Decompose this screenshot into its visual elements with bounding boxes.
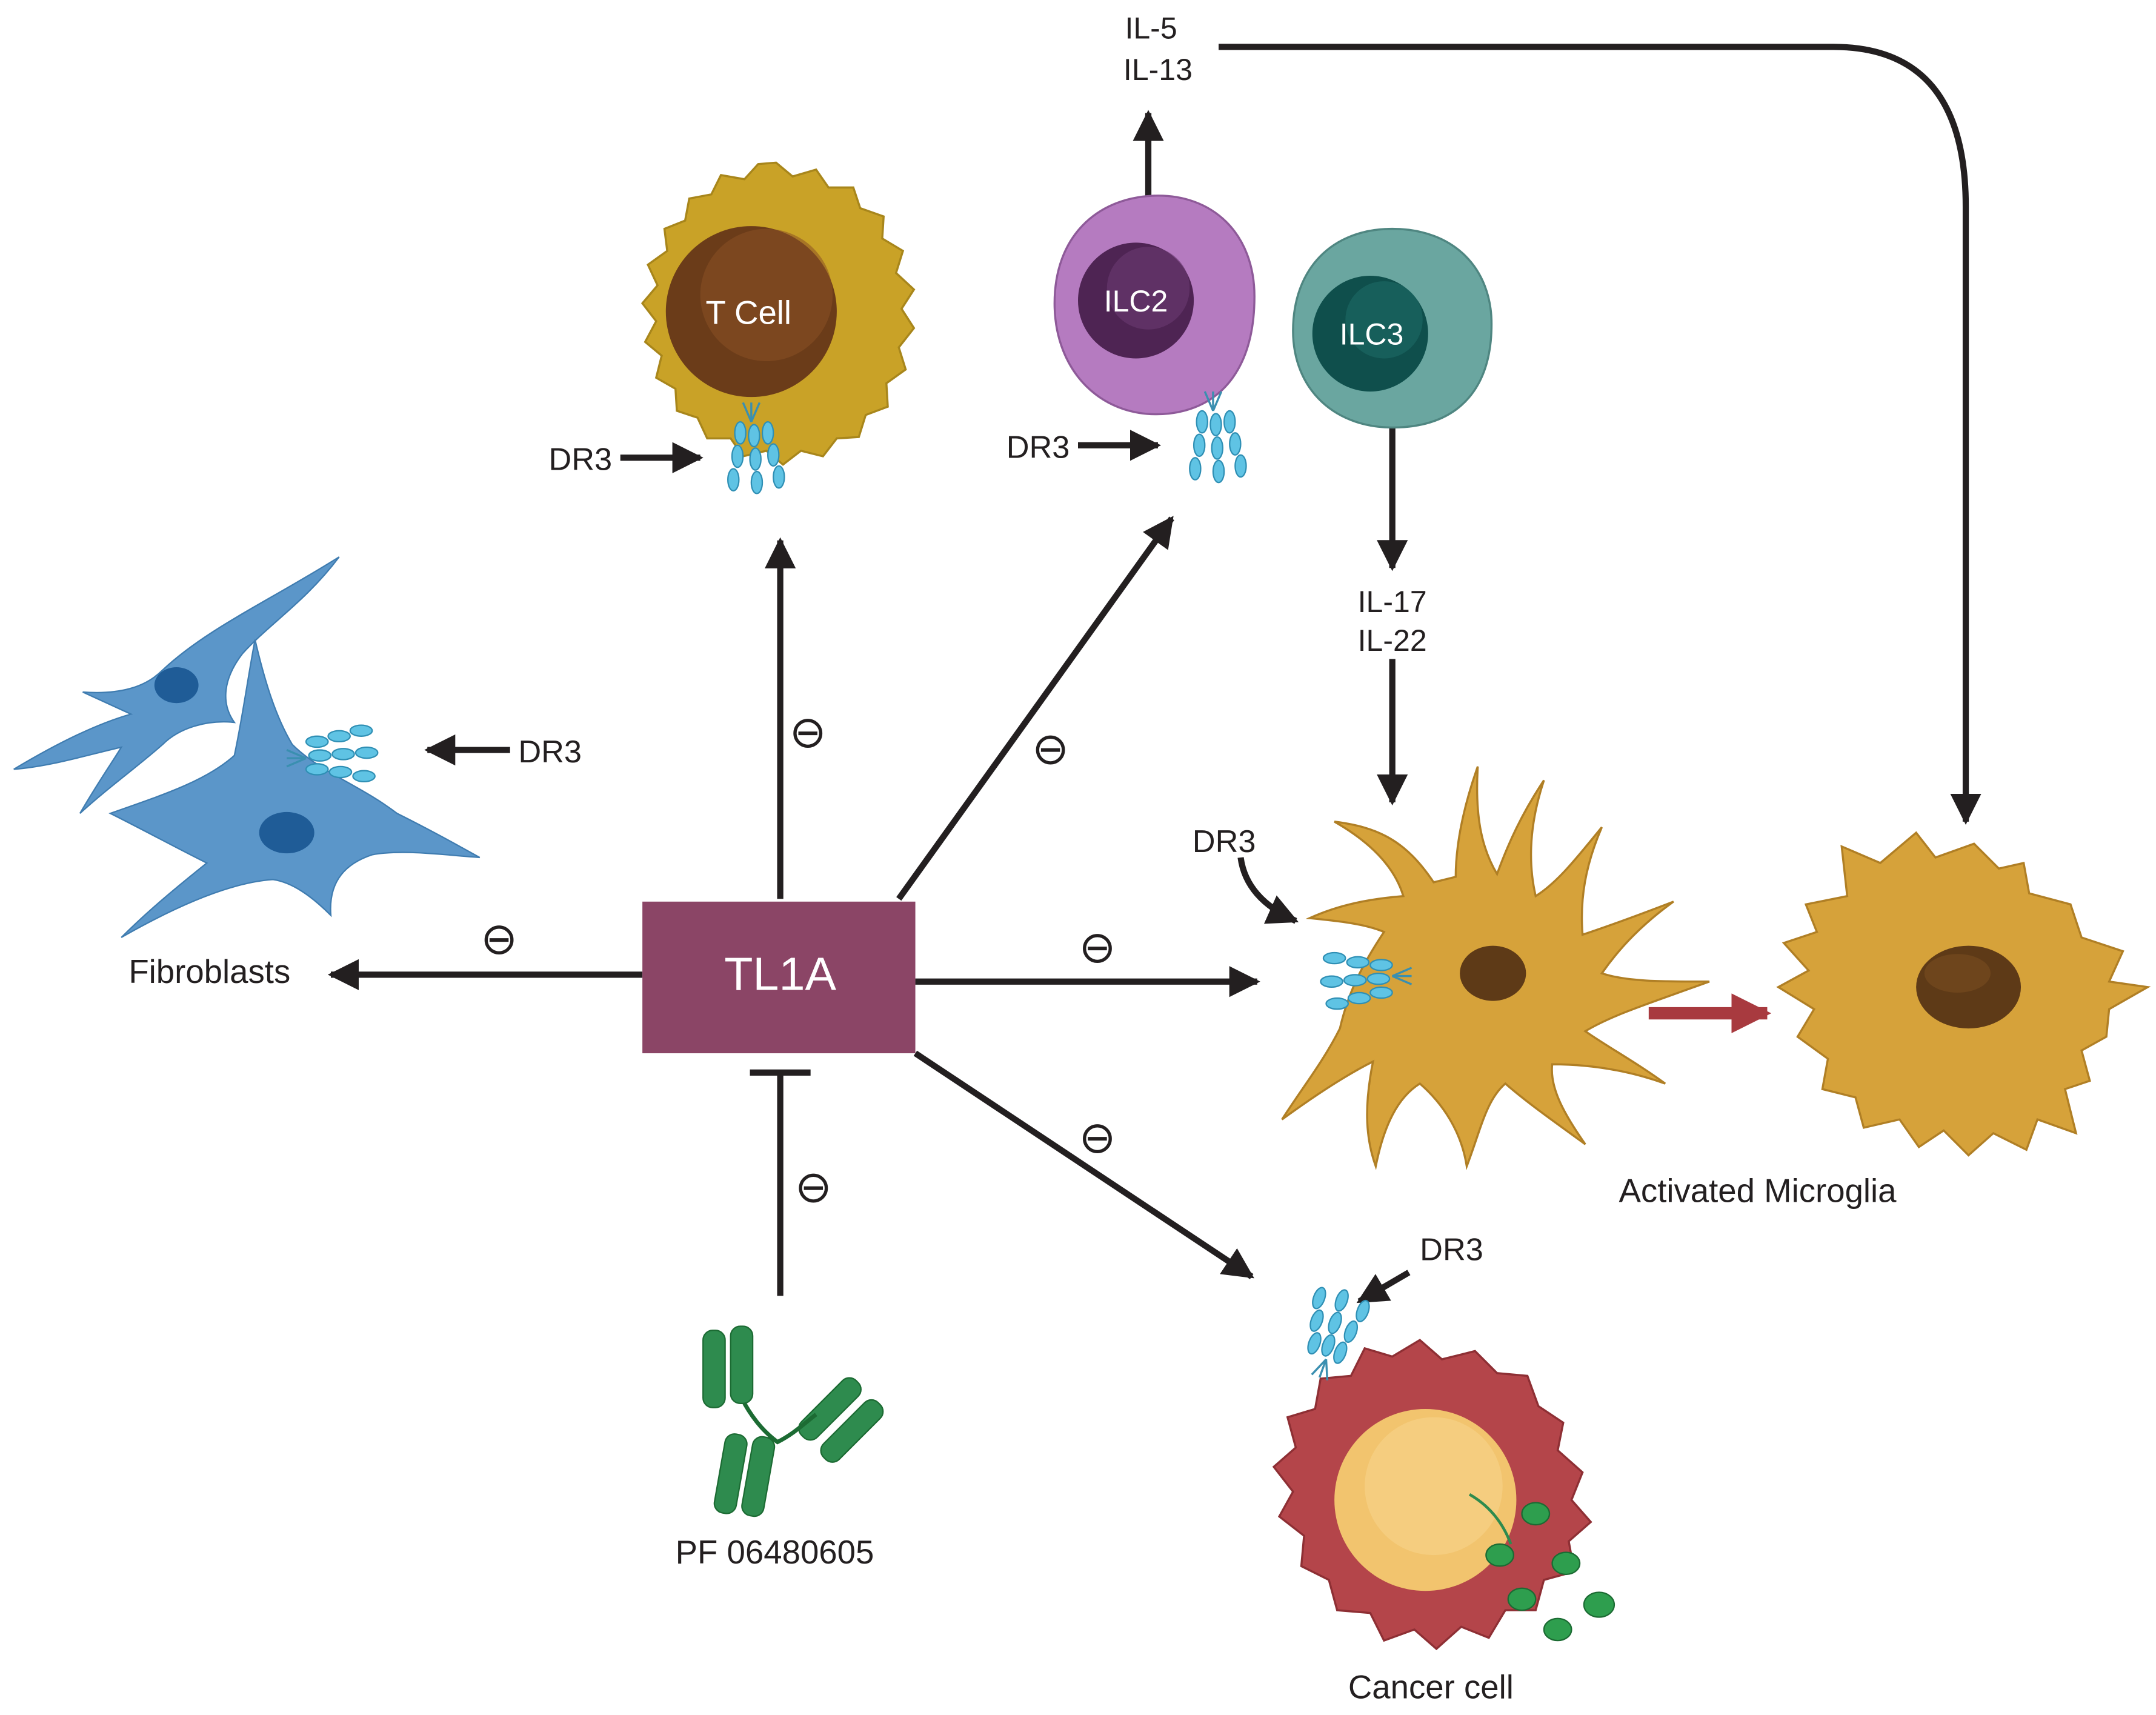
dr3-pointer-cancer <box>1356 1270 1411 1304</box>
inhibition-symbol-ilc2: ⊖ <box>1032 724 1069 773</box>
antibody-particles <box>1485 1502 1615 1642</box>
activated-microglia <box>1776 831 2151 1157</box>
dr3-label-tcell: DR3 <box>548 442 612 478</box>
inhibition-symbol-tcell: ⊖ <box>790 708 827 757</box>
t-cell-label: T Cell <box>706 295 792 331</box>
inhibition-symbols: ⊖ ⊖ ⊖ ⊖ ⊖ ⊖ <box>481 708 1116 1212</box>
ilc2-label: ILC2 <box>1104 284 1168 318</box>
inhibition-symbol-cancer: ⊖ <box>1079 1113 1116 1162</box>
inhibition-symbol-fibroblasts: ⊖ <box>481 914 517 964</box>
tl1a-label: TL1A <box>724 948 836 1000</box>
tl1a-node: TL1A <box>642 901 916 1054</box>
resting-microglia-nucleus <box>1460 945 1526 1001</box>
fibroblast-lower-nucleus <box>259 811 314 854</box>
activated-microglia-label: Activated Microglia <box>1619 1173 1897 1210</box>
ilc3-label: ILC3 <box>1340 318 1404 351</box>
arrow-il13-to-microglia <box>1219 44 1981 825</box>
dr3-pointer-microglia <box>1237 857 1299 924</box>
arrow-tl1a-to-ilc2 <box>896 516 1174 901</box>
cytokine-il5: IL-5 <box>1125 12 1177 45</box>
resting-microglia <box>1281 766 1710 1171</box>
pf06480605-label: PF 06480605 <box>676 1534 874 1571</box>
tl1a-box <box>642 901 916 1054</box>
ilc3-cell: ILC3 <box>1292 227 1493 429</box>
dr3-label-ilc2: DR3 <box>1006 430 1070 465</box>
connectors <box>327 44 1981 1304</box>
dr3-label-cancer: DR3 <box>1420 1232 1483 1267</box>
cytokine-il17: IL-17 <box>1358 585 1427 619</box>
cancer-cell <box>1272 1279 1615 1651</box>
fibroblasts-label: Fibroblasts <box>128 953 290 990</box>
inhibition-symbol-microglia: ⊖ <box>1079 923 1116 972</box>
arrow-tl1a-to-cancer <box>913 1050 1254 1279</box>
pf06480605-antibody <box>702 1325 884 1517</box>
fibroblast-upper-nucleus <box>154 667 199 704</box>
cytokine-il22: IL-22 <box>1358 624 1427 658</box>
cytokine-il13: IL-13 <box>1123 53 1193 87</box>
dr3-label-fibroblasts: DR3 <box>518 734 582 770</box>
ilc2-cell: ILC2 <box>1053 195 1256 484</box>
dr3-label-microglia: DR3 <box>1193 824 1256 859</box>
fibroblast-lower <box>108 639 481 938</box>
cancer-cell-label: Cancer cell <box>1348 1669 1514 1706</box>
inhibition-symbol-pf: ⊖ <box>795 1163 832 1212</box>
t-cell: T Cell <box>640 161 916 495</box>
fibroblasts <box>13 556 481 938</box>
cancer-cell-filament <box>1468 1493 1512 1545</box>
